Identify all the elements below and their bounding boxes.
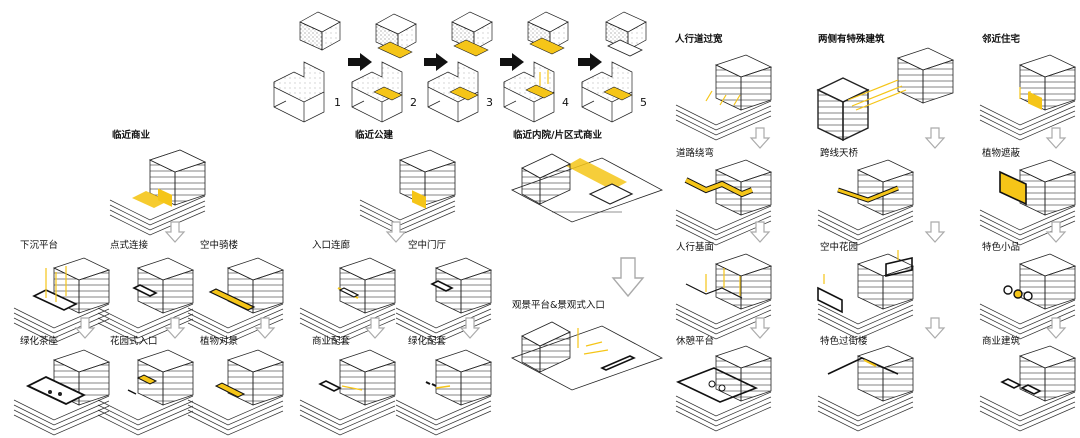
item-illustration <box>14 258 109 343</box>
item-label: 跨线天桥 <box>820 147 859 159</box>
column-commercial: 临近商业 下沉平台 点式连接 空中骑楼 绿化茶座 <box>14 129 283 435</box>
down-arrow-icon <box>925 221 945 243</box>
arrow-right-icon <box>578 53 602 71</box>
arrow-right-icon <box>500 53 524 71</box>
column-title: 临近公建 <box>355 129 394 141</box>
column-special: 两侧有特殊建筑 跨线天桥 空中花园 特色过街楼 <box>816 33 954 431</box>
down-arrow-icon <box>75 317 95 339</box>
item-label: 入口连廊 <box>312 239 351 251</box>
down-arrow-icon <box>750 317 770 339</box>
inner-hero <box>511 153 663 223</box>
down-arrow-icon <box>165 221 185 243</box>
item-label: 绿化配套 <box>408 335 447 347</box>
column-title: 临近商业 <box>112 129 151 141</box>
item-illustration <box>396 350 491 435</box>
down-arrow-icon <box>365 317 385 339</box>
item-label: 商业建筑 <box>982 335 1021 347</box>
item-label: 空中门厅 <box>408 239 447 251</box>
item-illustration <box>676 160 771 245</box>
item-illustration <box>818 346 913 431</box>
item-label: 花园式入口 <box>110 335 158 347</box>
item-illustration <box>980 254 1075 339</box>
column-residential: 邻近住宅 植物遮蔽 特色小品 商业建筑 <box>980 33 1075 431</box>
down-arrow-icon <box>925 317 945 339</box>
item-label: 人行基面 <box>676 241 714 253</box>
item-illustration <box>511 321 663 391</box>
down-arrow-icon <box>750 221 770 243</box>
item-label: 观景平台&景观式入口 <box>512 299 605 311</box>
sequence-strip: 1 2 3 4 <box>273 11 647 123</box>
item-label: 植物对景 <box>200 335 238 347</box>
arrow-right-icon <box>348 53 372 71</box>
item-label: 休憩平台 <box>676 335 714 347</box>
down-arrow-icon <box>255 317 275 339</box>
item-label: 点式连接 <box>110 239 149 251</box>
sequence-step: 1 <box>273 11 341 123</box>
column-public: 临近公建 入口连廊 空中门厅 商业配套 绿化配套 <box>300 129 491 435</box>
special-hero <box>816 47 954 142</box>
item-illustration <box>980 346 1075 431</box>
down-arrow-icon <box>925 127 945 149</box>
step-number: 2 <box>410 96 417 109</box>
item-label: 道路绕弯 <box>676 147 714 159</box>
column-title: 两侧有特殊建筑 <box>818 33 885 45</box>
sequence-step: 2 <box>351 13 417 123</box>
item-illustration <box>817 250 913 339</box>
down-arrow-icon <box>612 257 644 297</box>
item-illustration <box>980 160 1075 245</box>
down-arrow-icon <box>1046 127 1066 149</box>
down-arrow-icon <box>1046 221 1066 243</box>
down-arrow-icon <box>750 127 770 149</box>
step-number: 5 <box>640 96 647 109</box>
crossing-hero <box>676 55 771 140</box>
item-label: 商业配套 <box>312 335 351 347</box>
item-illustration <box>188 258 283 343</box>
step-number: 1 <box>334 96 341 109</box>
item-illustration <box>98 258 193 343</box>
item-label: 空中骑楼 <box>200 239 239 251</box>
residential-hero <box>980 55 1075 140</box>
public-hero <box>360 150 455 235</box>
column-title: 人行道过宽 <box>675 33 723 45</box>
sequence-step: 4 <box>503 11 569 123</box>
item-illustration <box>188 350 283 435</box>
item-illustration <box>676 254 771 339</box>
item-label: 空中花园 <box>820 241 858 253</box>
commercial-hero <box>110 149 207 235</box>
column-title: 临近内院/片区式商业 <box>513 129 602 141</box>
item-illustration <box>675 346 771 431</box>
item-label: 特色过街楼 <box>820 335 868 347</box>
item-label: 特色小品 <box>982 241 1020 253</box>
item-label: 植物遮蔽 <box>982 147 1021 159</box>
step-number: 4 <box>562 96 569 109</box>
sequence-step: 5 <box>581 11 647 123</box>
item-illustration <box>396 258 491 343</box>
column-inner: 临近内院/片区式商业 观景平台&景观式入口 <box>511 129 663 391</box>
column-title: 邻近住宅 <box>981 33 1021 45</box>
item-illustration <box>300 350 395 435</box>
item-illustration <box>14 350 109 435</box>
item-illustration <box>98 350 193 435</box>
item-illustration <box>818 160 913 245</box>
item-illustration <box>300 258 395 343</box>
sequence-step: 3 <box>427 11 493 123</box>
down-arrow-icon <box>165 317 185 339</box>
step-number: 3 <box>486 96 493 109</box>
item-label: 绿化茶座 <box>20 335 59 347</box>
item-label: 下沉平台 <box>20 239 58 251</box>
column-crossing: 人行道过宽 道路绕弯 人行基面 休憩平台 <box>675 33 771 431</box>
arrow-right-icon <box>424 53 448 71</box>
